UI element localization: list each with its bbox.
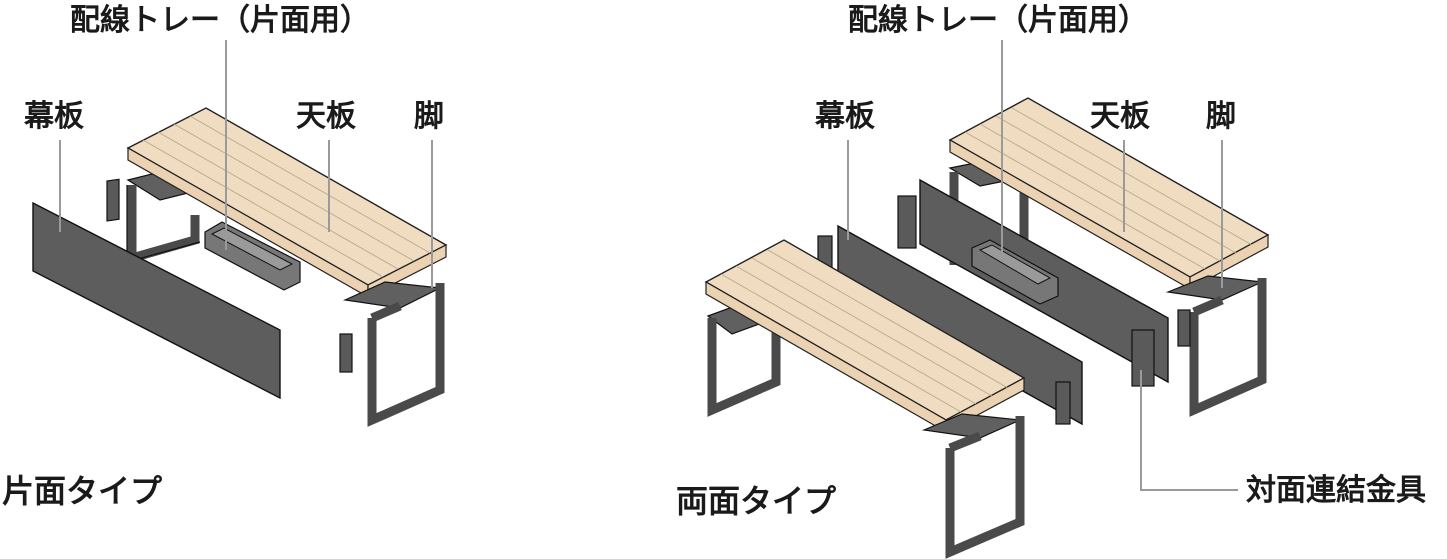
single-top-label: 天板	[296, 99, 356, 134]
double-tabletop-front	[704, 239, 1026, 434]
double-modesty-panel-front	[837, 224, 1083, 426]
double-leader-lines	[847, 40, 1238, 491]
single-tray-label: 配線トレー（片面用）	[70, 3, 370, 38]
double-tabletop-rear	[948, 97, 1270, 291]
single-side-assembly	[32, 107, 448, 427]
double-bracket-rear-left	[897, 195, 917, 249]
single-bracket-back	[106, 178, 120, 222]
double-connector-bracket	[1131, 329, 1155, 387]
double-tray-label: 配線トレー（片面用）	[848, 3, 1148, 38]
double-panel-label: 幕板	[814, 99, 875, 134]
single-modesty-panel	[32, 201, 281, 400]
double-back-leg-right	[1165, 275, 1267, 417]
double-front-leg-right	[921, 413, 1025, 559]
single-leader-lines	[59, 40, 433, 288]
single-wiring-tray	[204, 221, 301, 291]
single-panel-label: 幕板	[23, 99, 84, 134]
single-leg-label: 脚	[414, 99, 444, 134]
double-leg-label: 脚	[1206, 99, 1236, 134]
double-type-title: 両面タイプ	[676, 482, 837, 520]
double-wiring-tray	[971, 239, 1059, 305]
double-bracket-front-right	[1055, 381, 1071, 425]
double-connector-label: 対面連結金具	[1246, 473, 1426, 508]
single-front-leg	[342, 281, 445, 427]
single-bracket-front	[339, 333, 353, 373]
double-top-label: 天板	[1090, 99, 1150, 134]
double-side-assembly	[704, 97, 1270, 559]
single-type-title: 片面タイプ	[2, 472, 163, 510]
